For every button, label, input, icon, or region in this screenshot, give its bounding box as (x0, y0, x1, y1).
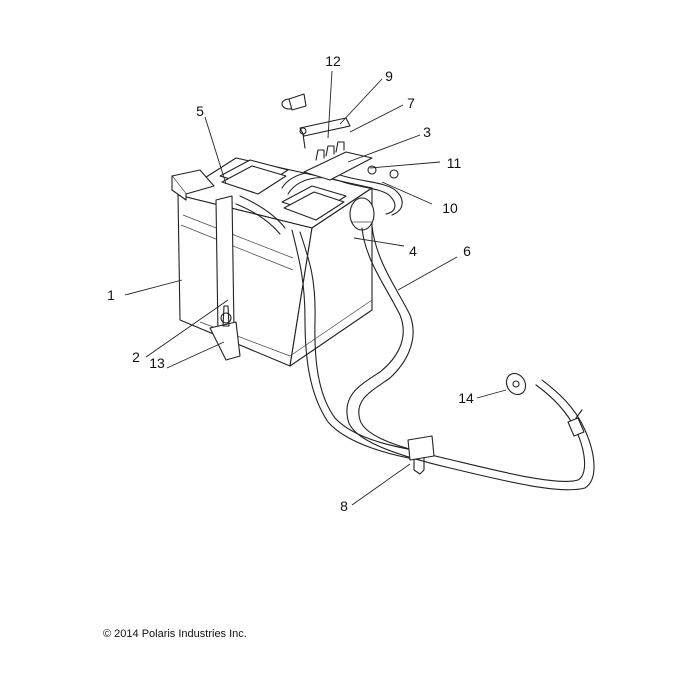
callout-6: 6 (463, 243, 471, 259)
left-terminal-cap (171, 169, 215, 201)
callout-2: 2 (132, 349, 140, 365)
fuse-holder (299, 117, 373, 181)
terminal-cover-left (219, 159, 289, 195)
leader-lines (124, 70, 507, 506)
ring-terminal-14 (505, 372, 527, 396)
cable-clamp-8 (407, 435, 435, 475)
screw-9 (299, 127, 307, 149)
callout-8: 8 (340, 498, 348, 514)
callout-5: 5 (196, 103, 204, 119)
callout-7: 7 (407, 95, 415, 111)
callout-4: 4 (409, 243, 417, 259)
hold-down-strap (209, 195, 241, 361)
cable-4 (291, 229, 426, 461)
battery (177, 157, 373, 367)
callout-1: 1 (107, 287, 115, 303)
terminal-cover-right (281, 185, 347, 221)
cable-6 (346, 225, 595, 491)
copyright-notice: © 2014 Polaris Industries Inc. (103, 628, 247, 640)
callout-13: 13 (149, 355, 165, 371)
bolt-12 (281, 93, 307, 111)
callout-3: 3 (423, 124, 431, 140)
terminal-boot (349, 197, 375, 231)
callout-12: 12 (325, 53, 341, 69)
callout-labels: 1 2 3 4 5 6 7 8 9 10 11 12 13 14 (107, 53, 474, 514)
cable-end-connector (567, 409, 585, 437)
callout-11: 11 (447, 155, 462, 171)
callout-9: 9 (385, 68, 393, 84)
nut-10 (389, 169, 399, 179)
cable-5 (235, 171, 403, 235)
callout-14: 14 (458, 390, 474, 406)
callout-10: 10 (442, 200, 458, 216)
